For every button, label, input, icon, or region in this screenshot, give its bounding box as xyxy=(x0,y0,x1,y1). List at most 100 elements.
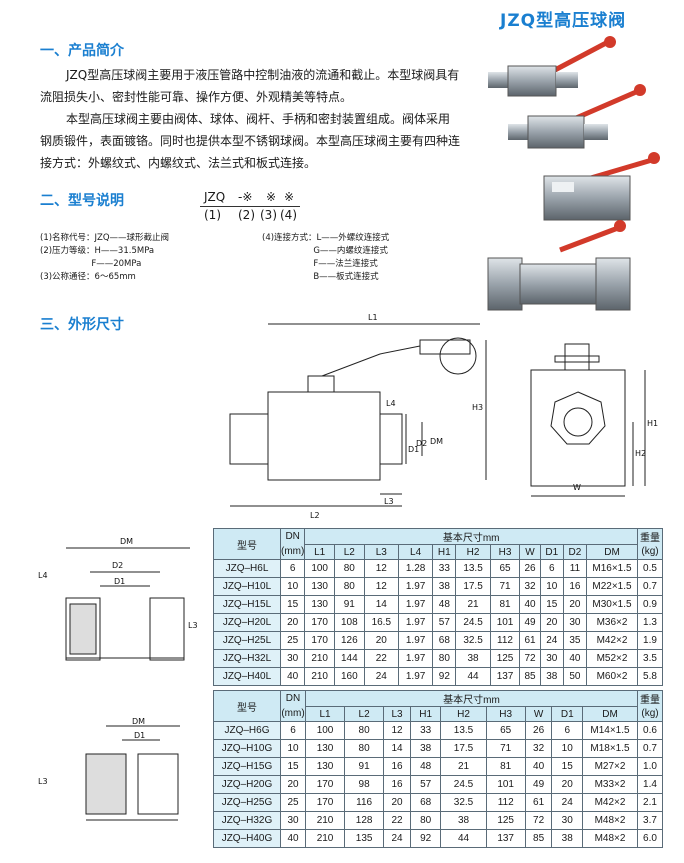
spec-table-external-thread: 型号 DN 基本尺寸mm 重量 (mm) L1 L2 L3 L4 H1 H2 H… xyxy=(213,528,663,686)
table-cell: 0.5 xyxy=(637,559,663,578)
col-header-weight: 重量 xyxy=(637,690,663,707)
table-cell: 16 xyxy=(383,775,411,794)
table-cell: JZQ–H40G xyxy=(213,829,281,848)
product-photos xyxy=(487,36,660,311)
col-header-L3: L3 xyxy=(383,706,411,722)
page-title: JZQ型高压球阀 xyxy=(500,11,627,31)
table-cell: 3.5 xyxy=(637,649,663,668)
table-cell: M52×2 xyxy=(586,649,638,668)
col-header-L2: L2 xyxy=(333,544,365,560)
col-header-L4: L4 xyxy=(397,544,434,560)
table-cell: 130 xyxy=(304,757,346,776)
col-header-L3: L3 xyxy=(363,544,399,560)
table-cell: JZQ–H15L xyxy=(213,595,281,614)
table-cell: 91 xyxy=(344,757,385,776)
valve-photo-external-thread xyxy=(488,36,616,97)
table-cell: JZQ–H6G xyxy=(213,721,281,740)
table-cell: 25 xyxy=(280,793,306,812)
table-cell: M33×2 xyxy=(582,775,638,794)
col-header-weight: 重量 xyxy=(637,528,663,545)
table-cell: 20 xyxy=(539,613,564,632)
label-H2: H2 xyxy=(635,449,646,458)
label-DM: DM xyxy=(120,537,133,546)
table-cell: 170 xyxy=(304,613,335,632)
table-cell: 38 xyxy=(409,739,442,758)
table-cell: 68 xyxy=(432,631,457,650)
table-cell: 210 xyxy=(304,811,346,830)
table-cell: 1.97 xyxy=(397,667,434,686)
table-cell: 38 xyxy=(539,667,564,686)
col-header-H2: H2 xyxy=(440,706,487,722)
intro-text: JZQ型高压球阀主要用于液压管路中控制油液的流通和截止。本型球阀具有流阻损失小、… xyxy=(40,64,460,174)
table-cell: 17.5 xyxy=(440,739,487,758)
table-cell: JZQ–H32L xyxy=(213,649,281,668)
table-cell: 71 xyxy=(485,739,526,758)
model-code-bore: ※ xyxy=(266,190,277,204)
model-code: JZQ -※ ※ ※ (1) (2) (3) (4) xyxy=(200,190,310,224)
model-notes-right: (4)连接方式：L——外螺纹连接式 G——内螺纹连接式 F——法兰连接式 B——… xyxy=(262,233,390,282)
table-cell: 30 xyxy=(551,811,583,830)
col-header-dn-unit: (mm) xyxy=(280,706,306,722)
table-cell: 12 xyxy=(383,721,411,740)
table-cell: 17.5 xyxy=(455,577,491,596)
table-cell: 24.5 xyxy=(455,613,491,632)
table-cell: JZQ–H20L xyxy=(213,613,281,632)
col-header-H3: H3 xyxy=(485,706,526,722)
col-header-weight-unit: (kg) xyxy=(637,706,663,722)
table-cell: 1.97 xyxy=(397,595,434,614)
table-cell: 32 xyxy=(519,577,541,596)
table-cell: 61 xyxy=(519,631,541,650)
table-cell: 16.5 xyxy=(363,613,399,632)
table-cell: 26 xyxy=(524,721,553,740)
table-cell: 14 xyxy=(383,739,411,758)
table-cell: 6 xyxy=(551,721,583,740)
table-cell: 40 xyxy=(524,757,553,776)
table-cell: 160 xyxy=(333,667,365,686)
col-header-D2: D2 xyxy=(562,544,588,560)
table-cell: 98 xyxy=(344,775,385,794)
col-header-L2: L2 xyxy=(344,706,385,722)
model-code-index: (1) xyxy=(204,208,221,222)
col-header-D1: D1 xyxy=(539,544,564,560)
table-cell: 10 xyxy=(551,739,583,758)
table-cell: M42×2 xyxy=(582,793,638,812)
table-cell: 80 xyxy=(344,721,385,740)
table-cell: 137 xyxy=(485,829,526,848)
section-intro-heading: 一、产品简介 xyxy=(40,43,124,59)
table-cell: JZQ–H25G xyxy=(213,793,281,812)
table-cell: M16×1.5 xyxy=(586,559,638,578)
label-D2: D2 xyxy=(112,561,123,570)
table-cell: 11 xyxy=(562,559,588,578)
table-cell: 80 xyxy=(333,577,365,596)
label-L1: L1 xyxy=(368,313,378,322)
table-cell: 10 xyxy=(279,577,306,596)
table-cell: 57 xyxy=(409,775,442,794)
table-cell: 71 xyxy=(489,577,521,596)
table-cell: 57 xyxy=(432,613,457,632)
col-header-DM: DM xyxy=(582,706,638,722)
table-cell: 21 xyxy=(455,595,491,614)
table-cell: 25 xyxy=(279,631,306,650)
table-cell: 40 xyxy=(519,595,541,614)
label-L2: L2 xyxy=(310,511,320,520)
valve-photo-internal-thread xyxy=(508,84,646,149)
table-cell: M22×1.5 xyxy=(586,577,638,596)
table-cell: 49 xyxy=(519,613,541,632)
table-cell: 40 xyxy=(280,829,306,848)
table-cell: 3.7 xyxy=(637,811,663,830)
table-cell: 24.5 xyxy=(440,775,487,794)
table-cell: 24 xyxy=(383,829,411,848)
table-cell: 16 xyxy=(383,757,411,776)
table-cell: 35 xyxy=(562,631,588,650)
table-cell: 81 xyxy=(485,757,526,776)
label-L4: L4 xyxy=(386,399,396,408)
table-cell: 15 xyxy=(539,595,564,614)
table-cell: 101 xyxy=(489,613,521,632)
table-cell: 13.5 xyxy=(440,721,487,740)
table-cell: 61 xyxy=(524,793,553,812)
col-header-weight-unit: (kg) xyxy=(637,544,663,560)
